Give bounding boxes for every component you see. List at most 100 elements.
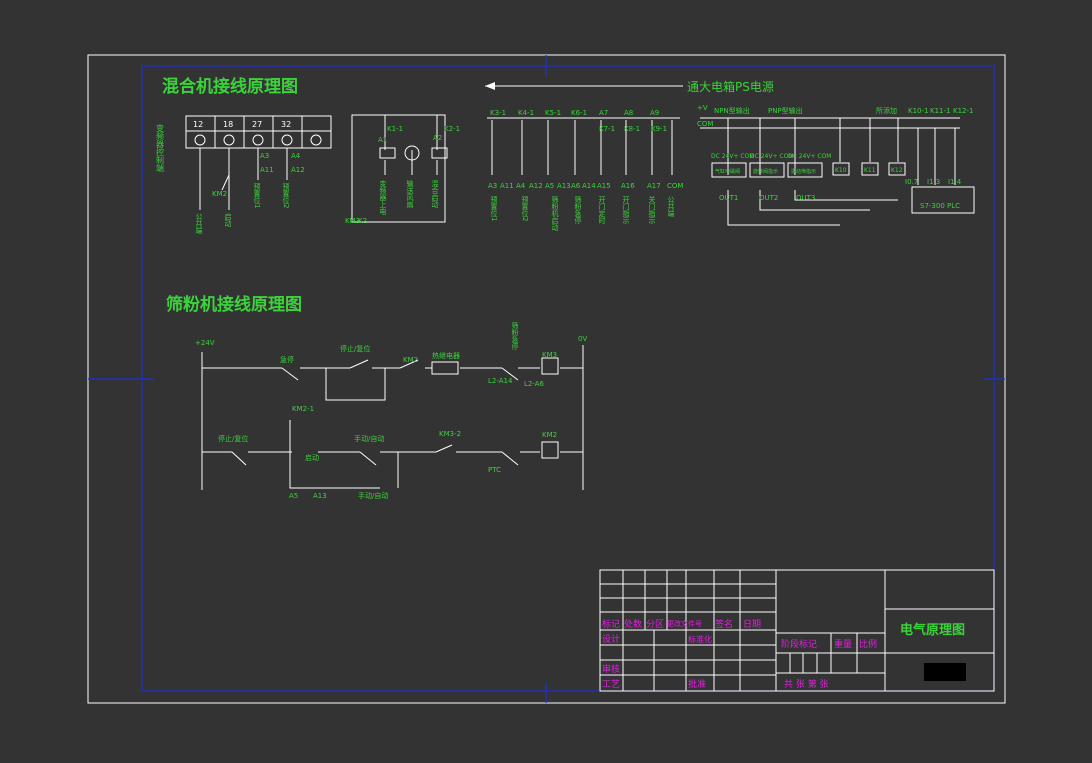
plc-r-k11-1: K11-1: [930, 107, 950, 115]
relay-bottom-mix: 混合启动: [431, 179, 439, 209]
plc-term-a3: A3: [488, 182, 497, 190]
tb-scale: 比例: [859, 638, 877, 650]
plc-r-com: COM: [697, 120, 713, 128]
plc-term-a13: A13: [557, 182, 571, 190]
mixer-bottom-common: 公共端: [195, 213, 203, 235]
sieve-l2-a6: L2-A6: [524, 380, 545, 388]
mixer-title: 混合机接线原理图: [162, 76, 298, 97]
plc-bl-sieve-stop: 筛粉急停: [574, 195, 582, 225]
plc-top-k3: K3-1: [490, 109, 506, 117]
plc-top-k6: K6-1: [571, 109, 587, 117]
plc-term-a11: A11: [500, 182, 514, 190]
plc-mid-k9: K9-1: [651, 125, 667, 133]
plc-out-box3: [787, 162, 823, 178]
sieve-start: 启动: [305, 453, 319, 462]
plc-output-wires: [700, 117, 975, 226]
tb-date: 日期: [743, 619, 761, 630]
relay-bottom-power: 变频器上电: [379, 179, 387, 215]
plc-out-box1: [711, 162, 747, 178]
tb-approve: 批准: [688, 678, 706, 690]
plc-r-i13: I1.3: [927, 178, 940, 186]
sieve-a5: A5: [289, 492, 298, 500]
terminal-12: 12: [193, 120, 203, 129]
plc-r-i14: I1.4: [948, 178, 962, 186]
power-arrow-head: [485, 82, 495, 90]
sieve-0v: 0V: [578, 335, 587, 343]
plc-r-plusv: +V: [697, 104, 708, 112]
power-note: 通大电箱PS电源: [687, 79, 774, 94]
tb-weight: 重量: [834, 638, 852, 650]
plc-r-i07: I0.7: [905, 178, 918, 186]
drawing-frame: [141, 65, 995, 692]
plc-r-k12: K12: [891, 167, 903, 174]
mixer-bottom-preset1: 预置位1: [253, 182, 261, 208]
label-a11: A11: [260, 166, 274, 174]
relay-k2: K2: [358, 217, 367, 225]
plc-top-a7: A7: [599, 109, 608, 117]
plc-top-a8: A8: [624, 109, 633, 117]
plc-bl-door-close: 关门指示: [648, 195, 656, 224]
plc-bl-preset2: 预置位2: [521, 195, 529, 221]
plc-input-wires: [487, 117, 680, 175]
tb-design: 设计: [602, 633, 620, 645]
sieve-km3-label: KM3: [542, 351, 557, 359]
plc-r-k11: K11: [864, 167, 876, 174]
plc-r-k10: K10: [835, 167, 847, 174]
plc-out-box2: [749, 162, 785, 178]
mixer-side-label: 变频器控制端: [156, 123, 165, 173]
plc-term-a5: A5: [545, 182, 554, 190]
label-km2: KM2: [212, 190, 227, 198]
relay-k12: [888, 162, 906, 176]
mixer-bottom-start: 启动: [224, 212, 232, 228]
coil-km3: [541, 357, 559, 375]
plc-r-out1: OUT1: [719, 194, 738, 202]
mixer-bottom-preset2: 预置位2: [282, 182, 290, 208]
tb-mark: 标记: [602, 618, 620, 630]
tb-sheets: 共 张 第 张: [784, 678, 829, 690]
plc-top-k4: K4-1: [518, 109, 534, 117]
coil-km2: [541, 441, 559, 459]
plc-r-out2: OUT2: [759, 194, 778, 202]
relay-a1: A1: [378, 136, 387, 144]
sieve-l2-a14: L2-A14: [488, 377, 513, 385]
tb-stage: 阶段标记: [781, 638, 817, 650]
terminal-32: 32: [281, 120, 291, 129]
plc-r-s7: S7-300 PLC: [920, 202, 960, 210]
plc-mid-k7: K7-1: [599, 125, 615, 133]
plc-r-k10-1: K10-1: [908, 107, 928, 115]
sieve-stop-reset-2: 停止/复位: [218, 434, 248, 443]
plc-r-dc3: DC 24V+ COM: [788, 153, 831, 160]
plc-term-a16: A16: [621, 182, 635, 190]
sieve-thermal: 热继电器: [432, 351, 460, 360]
relay-k2-1: K2-1: [444, 125, 460, 133]
plc-mid-k8: K8-1: [624, 125, 640, 133]
plc-r-dc1: DC 24V+ COM: [711, 153, 754, 160]
plc-term-com: COM: [667, 182, 683, 190]
terminal-27: 27: [252, 120, 262, 129]
plc-bl-common: 公共端: [667, 196, 675, 218]
plc-top-a9: A9: [650, 109, 659, 117]
sieve-km2-a: KM2: [403, 356, 418, 364]
sieve-plus24: +24V: [195, 339, 215, 347]
relay-a6: KM3: [345, 217, 360, 225]
plc-term-a15: A15: [597, 182, 611, 190]
sieve-km2-label: KM2: [542, 431, 557, 439]
mixer-wires: [199, 148, 288, 210]
sieve-km2-1: KM2-1: [292, 405, 314, 413]
plc-top-k5: K5-1: [545, 109, 561, 117]
plc-bl-door-open: 开门指示: [622, 196, 630, 224]
tb-count: 处数: [624, 618, 642, 630]
plc-r-out3: OUT3: [796, 194, 815, 202]
plc-bl-sieve-start: 筛粉机启动: [551, 195, 559, 232]
sieve-estop: 急停: [280, 355, 294, 364]
plc-term-a4: A4: [516, 182, 526, 190]
plc-r-npn: NPN型输出: [714, 106, 750, 115]
plc-r-valve: 气缸电磁阀: [715, 168, 740, 175]
sieve-a13: A13: [313, 492, 327, 500]
motor-m5: [404, 145, 420, 161]
sieve-manual-auto-2: 手动/自动: [358, 491, 388, 500]
relay-block-frame: [351, 114, 446, 223]
sieve-stop-reset: 停止/复位: [340, 344, 370, 353]
